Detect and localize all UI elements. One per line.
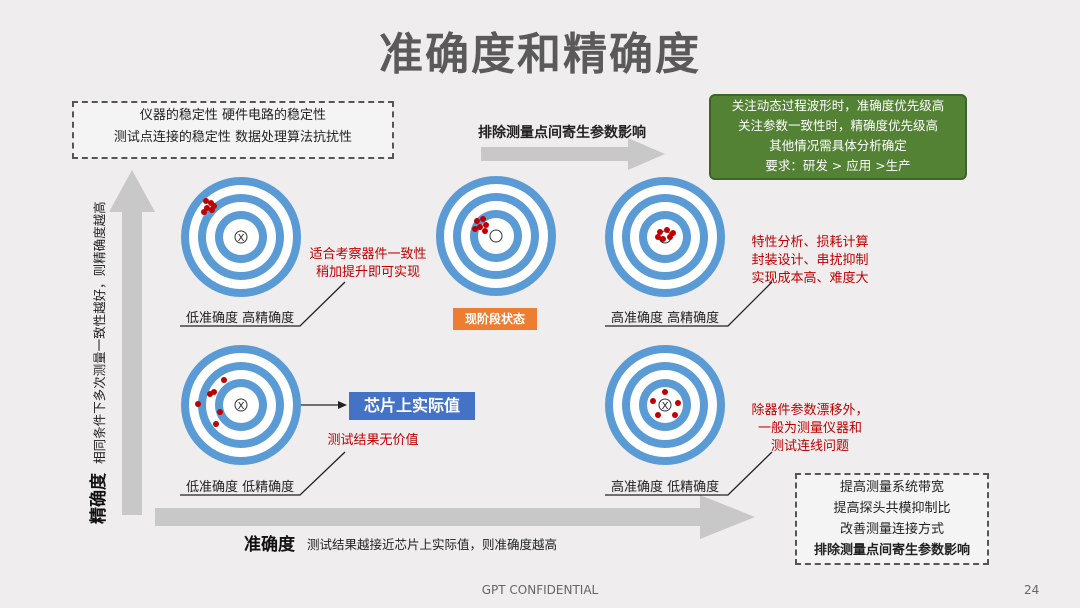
note-drift-line-2: 一般为测量仪器和 <box>757 421 862 436</box>
stability-line-1: 仪器的稳定性 硬件电路的稳定性 <box>139 108 327 123</box>
current-state-badge: 现阶段状态 <box>453 308 537 330</box>
note-drift: 除器件参数漂移外， 一般为测量仪器和 测试连线问题 <box>740 402 880 456</box>
improve-line-1: 提高测量系统带宽 <box>839 480 944 495</box>
priority-box: 关注动态过程波形时，准确度优先级高 关注参数一致性时，精确度优先级高 其他情况需… <box>709 94 967 180</box>
note-analysis: 特性分析、损耗计算 封装设计、串扰抑制 实现成本高、难度大 <box>740 234 880 288</box>
note-consistency-line-2: 稍加提升即可实现 <box>315 265 420 280</box>
shot-dots <box>655 227 676 242</box>
center-mark: X <box>238 401 245 412</box>
note-no-value: 测试结果无价值 <box>327 433 419 448</box>
note-analysis-line-2: 封装设计、串扰抑制 <box>751 253 869 268</box>
page-title: 准确度和精确度 <box>379 29 701 80</box>
target-current-state <box>436 176 556 296</box>
center-mark: X <box>238 233 245 244</box>
improvement-box: 提高测量系统带宽 提高探头共模抑制比 改善测量连接方式 排除测量点间寄生参数影响 <box>795 473 989 565</box>
x-axis-description: 测试结果越接近芯片上实际值，则准确度越高 <box>307 537 558 552</box>
target-4-caption: 低准确度 低精确度 <box>186 480 295 495</box>
shot-dots <box>650 389 681 418</box>
note-drift-line-1: 除器件参数漂移外， <box>751 403 869 418</box>
priority-line-4: 要求：研发 > 应用 >生产 <box>765 158 911 173</box>
priority-line-2: 关注参数一致性时，精确度优先级高 <box>737 118 938 133</box>
stability-factors-box: 仪器的稳定性 硬件电路的稳定性 测试点连接的稳定性 数据处理算法抗扰性 <box>72 101 394 159</box>
connector-t4 <box>180 451 346 496</box>
note-consistency-line-1: 适合考察器件一致性 <box>309 247 427 262</box>
y-axis-arrow <box>109 170 155 515</box>
connector-t3 <box>605 281 773 327</box>
priority-line-1: 关注动态过程波形时，准确度优先级高 <box>731 98 945 113</box>
y-axis-label: 精确度 <box>89 473 109 524</box>
y-axis-description: 相同条件下多次测量一致性越好，则精确度越高 <box>92 201 107 464</box>
note-analysis-line-1: 特性分析、损耗计算 <box>751 235 869 250</box>
target-low-acc-low-prec: X <box>181 345 301 465</box>
y-axis-title: 精确度 相同条件下多次测量一致性越好，则精确度越高 <box>84 164 110 524</box>
footer-confidential: GPT CONFIDENTIAL <box>481 583 599 597</box>
note-drift-line-3: 测试连线问题 <box>770 439 849 454</box>
chip-actual-value-badge: 芯片上实际值 <box>349 392 475 420</box>
note-analysis-line-3: 实现成本高、难度大 <box>751 271 869 286</box>
center-mark: X <box>662 401 669 412</box>
target-high-acc-low-prec: X <box>605 345 725 465</box>
improve-line-3: 改善测量连接方式 <box>839 522 944 537</box>
stability-line-2: 测试点连接的稳定性 数据处理算法抗扰性 <box>113 130 353 145</box>
target-5-caption: 高准确度 低精确度 <box>611 480 720 495</box>
shot-dots <box>201 198 217 215</box>
priority-line-3: 其他情况需具体分析确定 <box>769 138 907 153</box>
chip-arrow-head <box>338 401 347 409</box>
connector-t5 <box>605 451 773 496</box>
shot-dots <box>195 377 227 427</box>
shot-dots <box>472 216 489 234</box>
target-low-acc-high-prec: X <box>181 177 301 297</box>
note-consistency: 适合考察器件一致性 稍加提升即可实现 <box>298 246 438 282</box>
connector-t1 <box>180 281 346 327</box>
target-3-caption: 高准确度 高精确度 <box>611 311 720 326</box>
target-high-acc-high-prec <box>605 177 725 297</box>
target-1-caption: 低准确度 高精确度 <box>186 311 295 326</box>
top-arrow <box>481 138 665 170</box>
x-axis-arrow <box>155 495 755 539</box>
top-arrow-label: 排除测量点间寄生参数影响 <box>478 125 646 141</box>
page-number: 24 <box>1024 583 1040 597</box>
improve-line-2: 提高探头共模抑制比 <box>833 501 951 516</box>
improve-line-4: 排除测量点间寄生参数影响 <box>813 543 970 558</box>
x-axis-label: 准确度 <box>244 535 295 555</box>
